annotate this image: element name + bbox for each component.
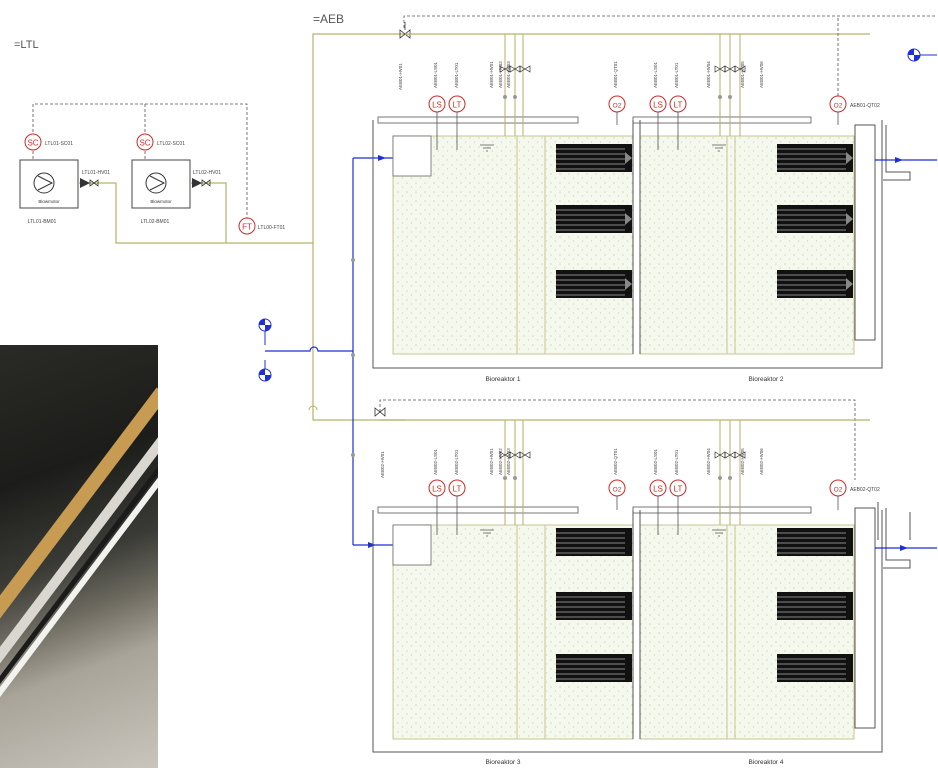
blower-2-name: Blowmotor (150, 199, 172, 204)
bioreactor-unit-top: AEB01-HV01 Bioreaktor 1 Bioreaktor 2 (372, 15, 937, 383)
tag-bottom-3: AEB02-HV02 (498, 448, 503, 475)
level-transmitter-r1-symbol: LT (453, 101, 462, 110)
speed-controller-1[interactable]: SC LTL01-SC01 (24, 133, 73, 151)
blower-1-icon (33, 172, 55, 194)
blower-2-tag: LTL02-BM01 (141, 219, 170, 225)
bioreactor-1[interactable]: Bioreaktor 1 (392, 135, 634, 383)
tag-bottom-8: AEB02-HV04 (706, 448, 711, 475)
blower-1-name: Blowmotor (38, 199, 60, 204)
tag-top-5: AEB01-QT01 (613, 61, 618, 88)
level-switch-r1-symbol: LS (432, 101, 442, 110)
bioreactor-1-label: Bioreaktor 1 (485, 376, 520, 383)
tag-top-8: AEB01-HV04 (706, 61, 711, 88)
level-transmitter-r4[interactable]: LT (669, 479, 687, 497)
tag-bottom-9: AEB02-HV05 (740, 448, 745, 475)
tag-top-9: AEB01-HV05 (740, 61, 745, 88)
speed-controller-1-tag: LTL01-SC01 (45, 141, 73, 147)
main-valve-bottom-tag: AEB02-HV01 (380, 451, 385, 478)
tag-bottom-2: AEB02-HV01 (489, 448, 494, 475)
bioreactor-2-label: Bioreaktor 2 (748, 376, 783, 383)
speed-controller-2-symbol: SC (139, 139, 150, 148)
tag-top-7: AEB01-LT01 (674, 62, 679, 88)
flow-transmitter[interactable]: FT LTL00-FT01 (238, 217, 285, 235)
speed-controller-2-tag: LTL02-SC01 (157, 141, 185, 147)
tag-top-0: AEB01-LS01 (433, 61, 438, 88)
level-switch-r3-symbol: LS (432, 485, 442, 494)
bioreactor-4-label: Bioreaktor 4 (748, 759, 783, 766)
tag-top-6: AEB01-LS01 (653, 61, 658, 88)
blower-1[interactable]: Blowmotor LTL01-BM01 (19, 159, 79, 225)
blower-1-tag: LTL01-BM01 (28, 219, 57, 225)
bioreactor-unit-bottom: AEB02-HV01 Bioreaktor 3 Bioreaktor 4 (372, 399, 937, 766)
level-switch-r1[interactable]: LS (428, 95, 446, 113)
check-valve-2-icon (192, 178, 202, 188)
level-switch-r2-symbol: LS (653, 101, 663, 110)
air-header (312, 33, 405, 421)
inflow-pump-1[interactable] (258, 318, 272, 332)
tag-top-3: AEB01-HV02 (498, 61, 503, 88)
blower-2[interactable]: Blowmotor LTL02-BM01 (131, 159, 191, 225)
oxygen-sensor-r3[interactable]: O2 (608, 479, 626, 497)
level-switch-r4[interactable]: LS (649, 479, 667, 497)
inflow-pump-2[interactable] (258, 368, 272, 382)
oxygen-sensor-r2-tag: AEB01-QT02 (850, 103, 880, 109)
tag-top-2: AEB01-HV01 (489, 61, 494, 88)
pump-outlet-top[interactable] (907, 48, 937, 62)
oxygen-sensor-r4[interactable]: O2 AEB02-QT02 (829, 479, 880, 497)
flow-transmitter-tag: LTL00-FT01 (258, 225, 285, 231)
level-transmitter-r4-symbol: LT (674, 485, 683, 494)
hand-valve-ltl02[interactable]: LTL02-HV01 (193, 170, 221, 187)
level-transmitter-r2[interactable]: LT (669, 95, 687, 113)
bioreactor-photo (0, 345, 158, 768)
level-transmitter-r2-symbol: LT (674, 101, 683, 110)
level-transmitter-r3[interactable]: LT (448, 479, 466, 497)
blower-2-icon (145, 172, 167, 194)
bioreactor-3[interactable]: Bioreaktor 3 (392, 524, 634, 766)
oxygen-sensor-r2-symbol: O2 (834, 103, 843, 110)
aerator-grid-top (556, 144, 853, 298)
water-inflow (258, 155, 393, 548)
level-switch-r3[interactable]: LS (428, 479, 446, 497)
level-transmitter-r3-symbol: LT (453, 485, 462, 494)
tag-bottom-1: AEB02-LT01 (454, 449, 459, 475)
oxygen-sensor-r4-symbol: O2 (834, 487, 843, 494)
tag-bottom-7: AEB02-LT01 (674, 449, 679, 475)
bioreactor-3-label: Bioreaktor 3 (485, 759, 520, 766)
main-valve-top[interactable]: AEB01-HV01 (398, 22, 411, 90)
ltl-blower-section: SC LTL01-SC01 Blowmotor LTL01-BM01 SC LT… (19, 103, 313, 244)
oxygen-sensor-r3-symbol: O2 (613, 487, 622, 494)
bioreactor-4[interactable]: Bioreaktor 4 (639, 524, 855, 766)
oxygen-sensor-r2[interactable]: O2 AEB01-QT02 (829, 95, 880, 113)
speed-controller-1-symbol: SC (27, 139, 38, 148)
oxygen-sensor-r1-symbol: O2 (613, 103, 622, 110)
check-valve-1-icon (80, 178, 90, 188)
tag-bottom-10: AEB02-HV06 (759, 448, 764, 475)
oxygen-sensor-r1[interactable]: O2 (608, 95, 626, 113)
tag-top-4: AEB01-HV03 (506, 61, 511, 88)
section-label-ltl: =LTL (14, 39, 39, 51)
aerator-grid-bottom (556, 528, 853, 682)
speed-controller-2[interactable]: SC LTL02-SC01 (136, 133, 185, 151)
main-valve-bottom[interactable]: AEB02-HV01 (374, 407, 386, 478)
tag-bottom-0: AEB02-LS01 (433, 448, 438, 475)
hand-valve-ltl02-tag: LTL02-HV01 (193, 170, 221, 176)
bioreactor-2[interactable]: Bioreaktor 2 (639, 135, 855, 383)
tag-bottom-6: AEB02-LS01 (653, 448, 658, 475)
hand-valve-ltl01[interactable]: LTL01-HV01 (82, 170, 110, 187)
tag-top-10: AEB01-HV06 (759, 61, 764, 88)
tag-bottom-4: AEB02-HV03 (506, 448, 511, 475)
level-switch-r4-symbol: LS (653, 485, 663, 494)
flow-transmitter-symbol: FT (242, 223, 252, 232)
section-label-aeb: =AEB (313, 12, 344, 26)
level-transmitter-r1[interactable]: LT (448, 95, 466, 113)
oxygen-sensor-r4-tag: AEB02-QT02 (850, 487, 880, 493)
main-valve-top-tag: AEB01-HV01 (398, 63, 403, 90)
tag-bottom-5: AEB02-QT01 (613, 448, 618, 475)
level-switch-r2[interactable]: LS (649, 95, 667, 113)
hand-valve-ltl01-tag: LTL01-HV01 (82, 170, 110, 176)
tag-top-1: AEB01-LT01 (454, 62, 459, 88)
